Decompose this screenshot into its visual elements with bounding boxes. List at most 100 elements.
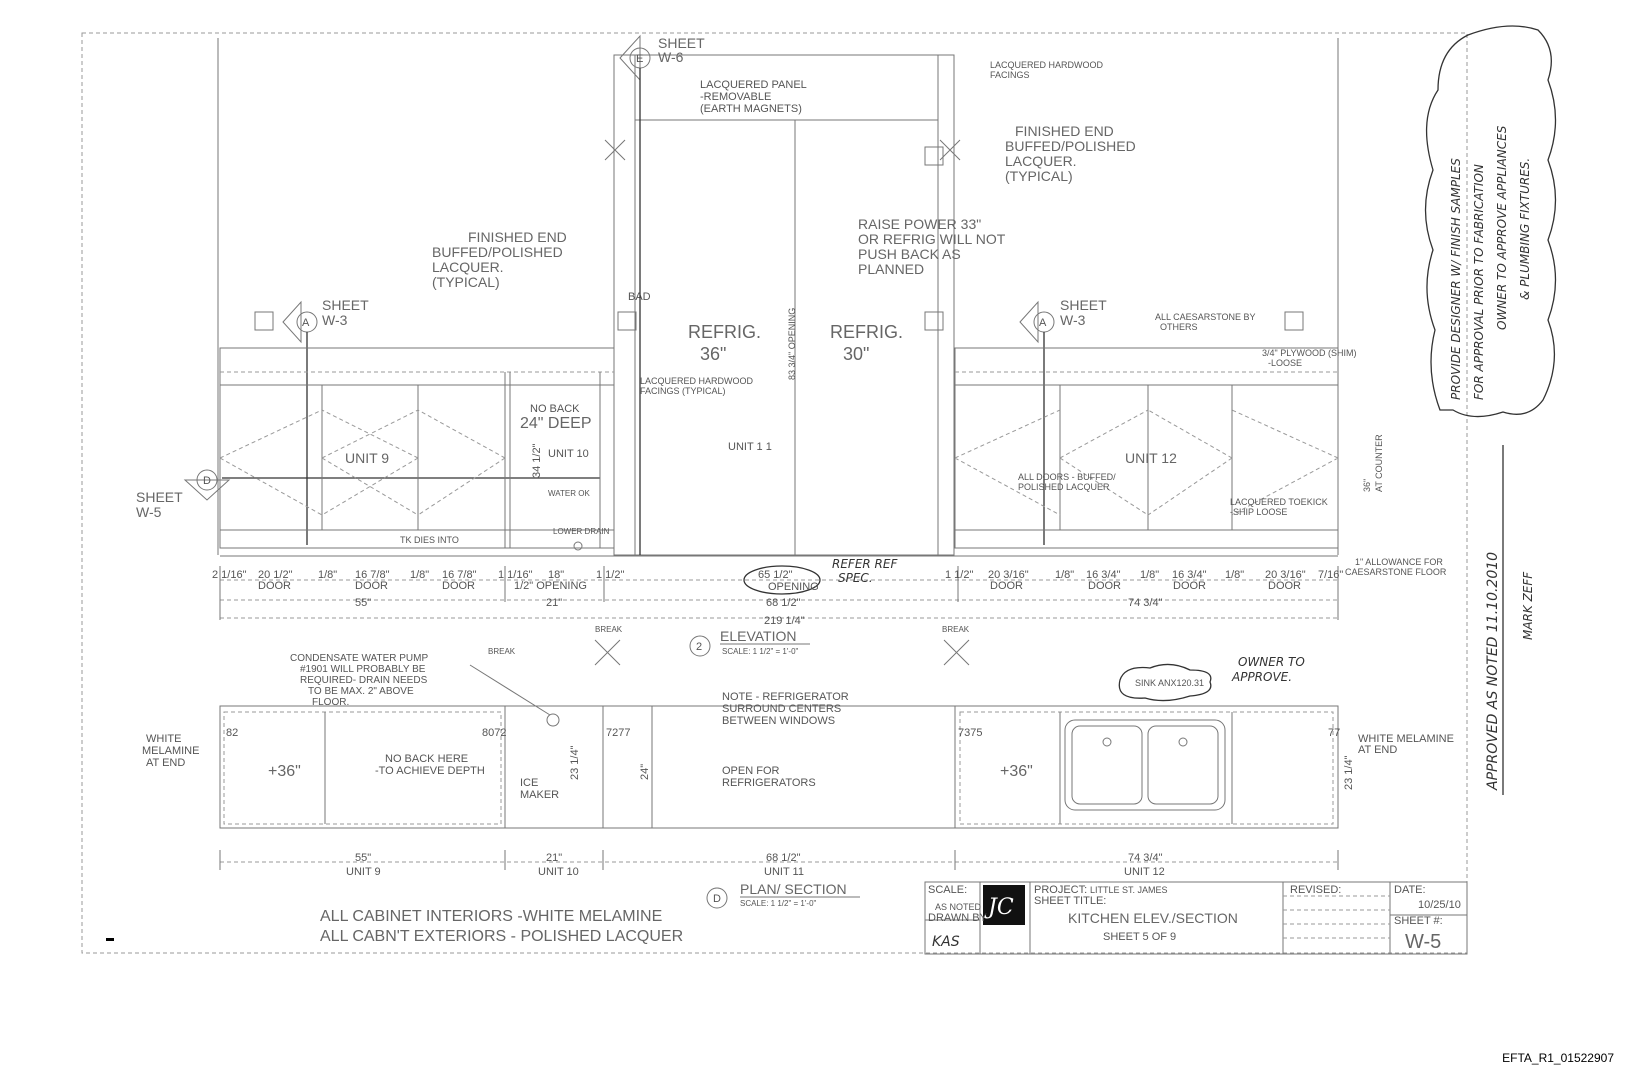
svg-text:BAD: BAD [628,291,651,303]
svg-text:BUFFED/POLISHED: BUFFED/POLISHED [1005,138,1136,154]
svg-text:BETWEEN WINDOWS: BETWEEN WINDOWS [722,715,835,727]
dimension-label: 20 3/16" [1265,569,1306,581]
svg-text:BUFFED/POLISHED: BUFFED/POLISHED [432,244,563,260]
svg-text:55": 55" [355,597,371,609]
svg-text:1" ALLOWANCE FOR: 1" ALLOWANCE FOR [1355,557,1443,567]
dimension-label: 1/8" [1225,569,1244,581]
svg-text:68 1/2": 68 1/2" [766,597,801,609]
section-marker-a: A SHEET W-3 [282,297,369,545]
svg-text:OR REFRIG WILL NOT: OR REFRIG WILL NOT [858,231,1006,247]
svg-text:219 1/4": 219 1/4" [764,615,805,627]
svg-text:83 3/4" OPENING: 83 3/4" OPENING [787,308,797,380]
dimension-label: 1 1/2" [596,569,624,581]
sheet-title: KITCHEN ELEV./SECTION [1068,910,1238,926]
svg-text:RAISE POWER 33": RAISE POWER 33" [858,216,981,232]
svg-text:7277: 7277 [606,727,630,739]
general-note-exteriors: ALL CABN'T EXTERIORS - POLISHED LACQUER [320,928,683,945]
svg-text:55": 55" [355,852,371,864]
svg-text:FINISHED END: FINISHED END [1015,123,1114,139]
approval-stamp-handwritten: APPROVED AS NOTED 11.10.2010 [1485,552,1501,791]
svg-text:34 1/2": 34 1/2" [531,443,543,478]
svg-text:W-3: W-3 [322,312,348,328]
dimension-row-1: 2 1/16"20 1/2"1/8"16 7/8"1/8"16 7/8"1 1/… [212,569,1343,581]
dimension-label: 1/8" [318,569,337,581]
svg-text:30": 30" [843,344,869,364]
right-cabinets-elevation [954,347,1339,549]
svg-text:OPENING: OPENING [768,581,819,593]
svg-text:#1901 WILL PROBABLY BE: #1901 WILL PROBABLY BE [300,664,426,675]
svg-text:FOR APPROVAL PRIOR TO FABRICAT: FOR APPROVAL PRIOR TO FABRICATION [1472,164,1486,400]
svg-text:SCALE: 1 1/2" = 1'-0": SCALE: 1 1/2" = 1'-0" [722,647,799,656]
svg-text:REFRIGERATORS: REFRIGERATORS [722,777,816,789]
svg-text:WATER OK: WATER OK [548,489,590,498]
svg-text:PUSH BACK AS: PUSH BACK AS [858,246,961,262]
svg-text:SHEET: SHEET [658,35,705,51]
svg-text:36": 36" [1362,479,1372,492]
svg-text:OWNER TO: OWNER TO [1238,655,1305,669]
elevation-title-bubble [689,635,711,657]
svg-text:ALL CAESARSTONE BY: ALL CAESARSTONE BY [1155,312,1256,322]
svg-text:LACQUERED TOEKICK: LACQUERED TOEKICK [1230,497,1328,507]
svg-text:FLOOR.: FLOOR. [312,697,349,708]
svg-text:W-3: W-3 [1060,312,1086,328]
svg-text:WHITE: WHITE [146,733,181,745]
plan-cabinets [219,705,1339,829]
svg-text:SPEC.: SPEC. [838,571,873,585]
signature: MARK ZEFF [1521,571,1535,640]
svg-text:LOWER DRAIN: LOWER DRAIN [553,527,610,536]
svg-text:REVISED:: REVISED: [1290,884,1341,896]
svg-text:23 1/4": 23 1/4" [1343,755,1355,790]
svg-text:DOOR: DOOR [258,580,291,592]
svg-text:74 3/4": 74 3/4" [1128,597,1163,609]
svg-text:FACINGS: FACINGS [990,70,1030,80]
svg-text:NO BACK: NO BACK [530,403,580,415]
svg-text:& PLUMBING FIXTURES.: & PLUMBING FIXTURES. [1518,158,1532,300]
document-id: EFTA_R1_01522907 [1502,1051,1614,1065]
svg-text:AT END: AT END [146,757,185,769]
svg-text:BREAK: BREAK [942,625,970,634]
svg-text:POLISHED LACQUER: POLISHED LACQUER [1018,482,1110,492]
sink-cloud-annotation [1118,663,1212,702]
svg-text:UNIT 10: UNIT 10 [548,448,589,460]
dimension-label: 18" [548,569,564,581]
svg-text:D: D [203,475,211,487]
svg-text:OTHERS: OTHERS [1160,322,1198,332]
svg-text:UNIT 10: UNIT 10 [538,866,579,878]
svg-text:+36": +36" [1000,763,1033,780]
svg-text:A: A [302,317,310,329]
section-marker-a-right: A SHEET W-3 [1019,297,1107,545]
section-marker-e: E SHEET W-6 [619,34,705,555]
label-refrig-36: REFRIG. [688,322,761,342]
svg-text:CONDENSATE WATER PUMP: CONDENSATE WATER PUMP [290,653,428,664]
svg-text:DOOR: DOOR [442,580,475,592]
svg-text:74 3/4": 74 3/4" [1128,852,1163,864]
svg-text:UNIT 1 1: UNIT 1 1 [728,441,772,453]
svg-text:BREAK: BREAK [595,625,623,634]
elevation-dimensions [219,555,1339,620]
svg-text:21": 21" [546,597,562,609]
svg-text:-TO ACHIEVE DEPTH: -TO ACHIEVE DEPTH [375,765,485,777]
svg-text:-SHIP LOOSE: -SHIP LOOSE [1230,507,1287,517]
svg-text:AS NOTED: AS NOTED [935,902,982,912]
svg-text:REQUIRED- DRAIN NEEDS: REQUIRED- DRAIN NEEDS [300,675,428,686]
svg-text:(EARTH MAGNETS): (EARTH MAGNETS) [700,103,802,115]
svg-text:LACQUER.: LACQUER. [432,259,504,275]
firm-logo: JC [984,895,1014,920]
svg-text:SURROUND CENTERS: SURROUND CENTERS [722,703,841,715]
svg-text:D: D [713,893,721,905]
svg-text:CAESARSTONE FLOOR: CAESARSTONE FLOOR [1345,567,1447,577]
svg-text:OPEN FOR: OPEN FOR [722,765,780,777]
dimension-label: 1/8" [1055,569,1074,581]
svg-text:UNIT 12: UNIT 12 [1125,450,1177,466]
svg-text:-REMOVABLE: -REMOVABLE [700,91,771,103]
handwritten-note-cloud [1424,25,1557,418]
sheet-number: W-5 [1405,931,1441,953]
label-refrig-30: REFRIG. [830,322,903,342]
svg-text:DATE:: DATE: [1394,884,1426,896]
svg-text:1/2" OPENING: 1/2" OPENING [514,580,587,592]
svg-text:FINISHED END: FINISHED END [468,229,567,245]
svg-text:BREAK: BREAK [488,647,516,656]
svg-text:W-5: W-5 [136,504,162,520]
sheet-border [81,32,1468,954]
dimension-label: 16 3/4" [1086,569,1121,581]
